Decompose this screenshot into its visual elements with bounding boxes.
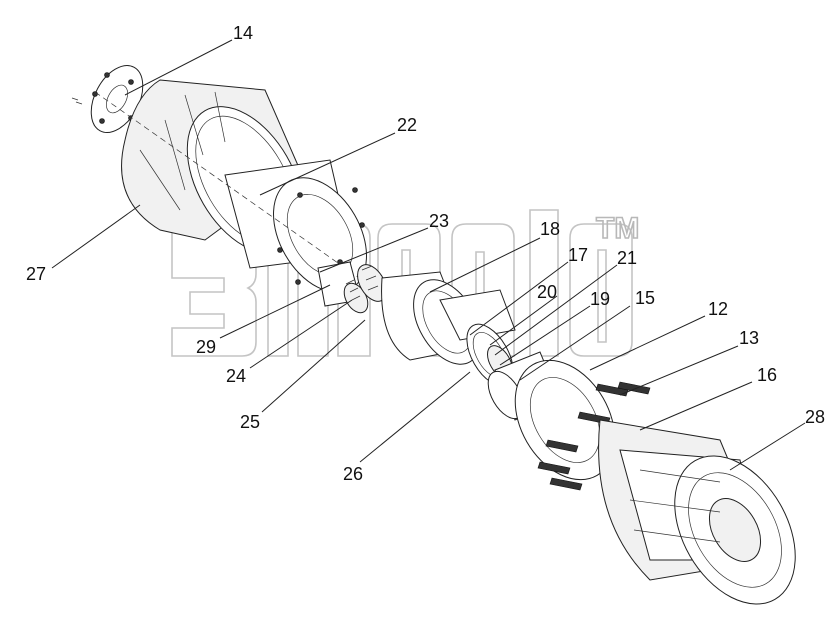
callout-29: 29	[196, 337, 216, 357]
trademark-mark: TM	[596, 212, 639, 245]
part-18-carrier	[381, 271, 516, 365]
callout-25: 25	[240, 412, 260, 432]
part-28-wheel	[598, 419, 796, 605]
part-12-hub	[514, 359, 651, 491]
axis-line	[94, 91, 761, 561]
callout-24: 24	[226, 366, 246, 386]
callout-18: 18	[540, 219, 560, 239]
callout-16: 16	[757, 365, 777, 385]
callout-22: 22	[397, 115, 417, 135]
callout-21: 21	[617, 248, 637, 268]
callout-26: 26	[343, 464, 363, 484]
callout-14: 14	[233, 23, 253, 43]
callout-23: 23	[429, 211, 449, 231]
callout-labels: 14 22 23 18 17 21 20 19 15 12 13 16 28 2…	[26, 23, 825, 484]
callout-15: 15	[635, 288, 655, 308]
callout-13: 13	[739, 328, 759, 348]
callout-28: 28	[805, 407, 825, 427]
leader-lines	[51, 39, 806, 471]
callout-12: 12	[708, 299, 728, 319]
callout-17: 17	[568, 245, 588, 265]
callout-20: 20	[537, 282, 557, 302]
callout-19: 19	[590, 289, 610, 309]
callout-27: 27	[26, 264, 46, 284]
